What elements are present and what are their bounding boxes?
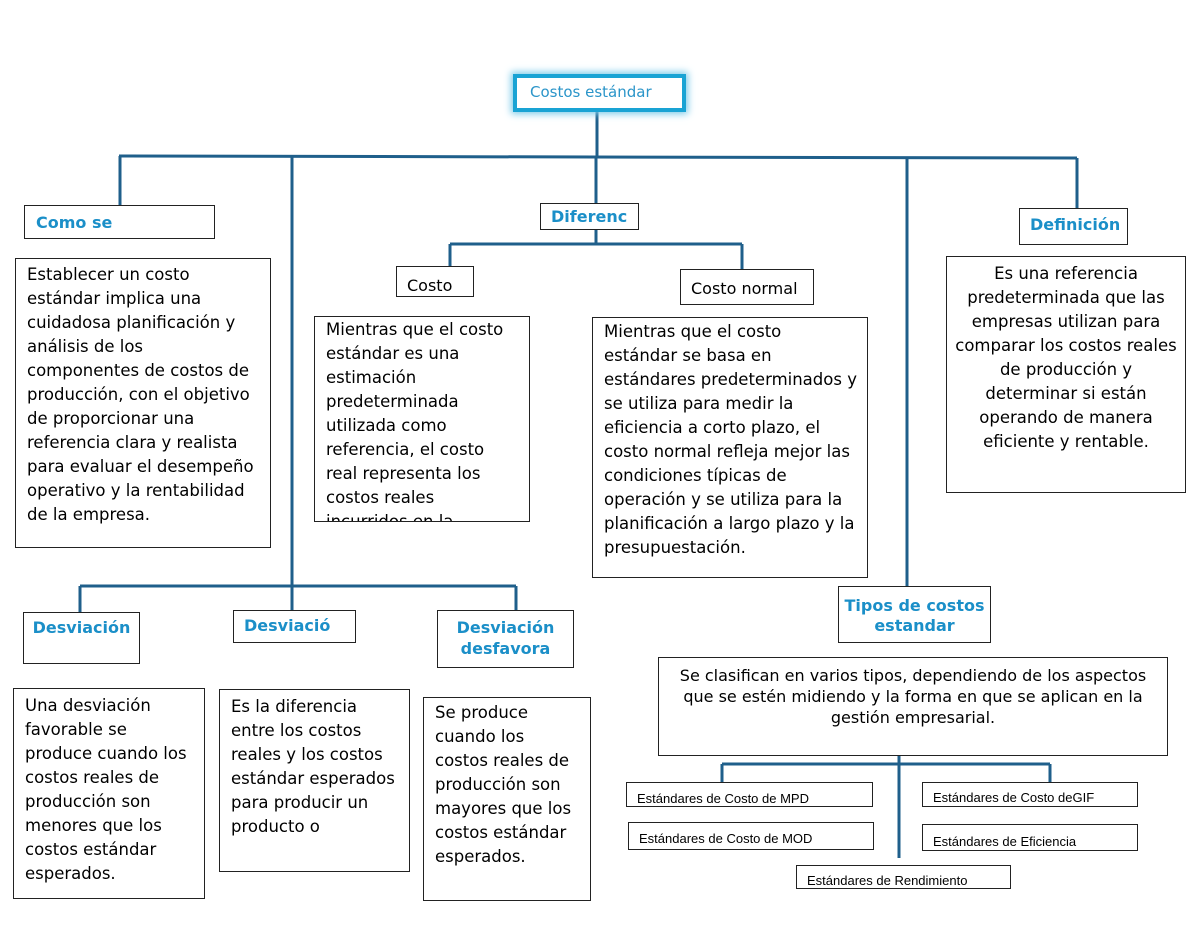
std-rendimiento-label: Estándares de Rendimiento (807, 873, 968, 888)
costo-normal-text-box: Mientras que el costo estándar se basa e… (592, 317, 868, 578)
como-text-box: Establecer un costo estándar implica una… (15, 258, 271, 548)
desv-text: Es la diferencia entre los costos reales… (231, 697, 395, 836)
std-mpd-box: Estándares de Costo de MPD (626, 782, 873, 807)
root-label: Costos estándar (530, 83, 652, 101)
std-mod-label: Estándares de Costo de MOD (639, 831, 813, 846)
como-title: Como se (36, 213, 113, 232)
tipos-text-box: Se clasifican en varios tipos, dependien… (658, 657, 1168, 756)
desv-fav-text-box: Una desviación favorable se produce cuan… (13, 688, 205, 899)
costo-real-text-box: Mientras que el costo estándar es una es… (314, 316, 530, 522)
desv-desf-text: Se produce cuando los costos reales de p… (435, 703, 572, 866)
costo-real-title-box: Costo real (396, 266, 474, 297)
diferencia-title-box: Diferenc (540, 203, 639, 230)
desv-fav-text: Una desviación favorable se produce cuan… (25, 696, 187, 883)
root-node: Costos estándar (513, 74, 686, 112)
diferencia-title: Diferenc (551, 207, 628, 226)
std-gif-label: Estándares de Costo deGIF (933, 790, 1095, 805)
std-mod-box: Estándares de Costo de MOD (628, 822, 874, 850)
costo-real-title: Costo real (407, 276, 453, 297)
std-mpd-label: Estándares de Costo de MPD (637, 791, 809, 806)
desv-desf-title: Desviación desfavora (456, 618, 555, 658)
costo-normal-text: Mientras que el costo estándar se basa e… (604, 322, 857, 557)
tipos-title-box: Tipos de costos estandar (838, 586, 991, 643)
desv-title: Desviació (244, 616, 331, 635)
como-title-box: Como se (24, 205, 215, 239)
como-text: Establecer un costo estándar implica una… (27, 265, 254, 524)
std-rendimiento-box: Estándares de Rendimiento (796, 865, 1011, 889)
std-eficiencia-label: Estándares de Eficiencia (933, 834, 1077, 849)
tipos-title: Tipos de costos estandar (844, 596, 985, 635)
costo-normal-title: Costo normal (691, 279, 798, 298)
std-gif-box: Estándares de Costo deGIF (922, 782, 1138, 807)
desv-text-box: Es la diferencia entre los costos reales… (219, 689, 410, 872)
desv-fav-title: Desviación (32, 618, 131, 637)
std-eficiencia-box: Estándares de Eficiencia (922, 824, 1138, 851)
desv-fav-title-box: Desviación (23, 612, 140, 664)
definicion-text-box: Es una referencia predeterminada que las… (946, 256, 1186, 493)
costo-real-text: Mientras que el costo estándar es una es… (326, 320, 504, 522)
tipos-text: Se clasifican en varios tipos, dependien… (679, 666, 1147, 727)
definicion-title: Definición (1030, 215, 1121, 234)
costo-normal-title-box: Costo normal (680, 269, 814, 305)
definicion-text: Es una referencia predeterminada que las… (955, 264, 1177, 451)
desv-desf-text-box: Se produce cuando los costos reales de p… (423, 697, 591, 901)
desv-desf-title-box: Desviación desfavora (437, 610, 574, 668)
definicion-title-box: Definición (1019, 208, 1128, 245)
desv-title-box: Desviació (233, 610, 356, 643)
